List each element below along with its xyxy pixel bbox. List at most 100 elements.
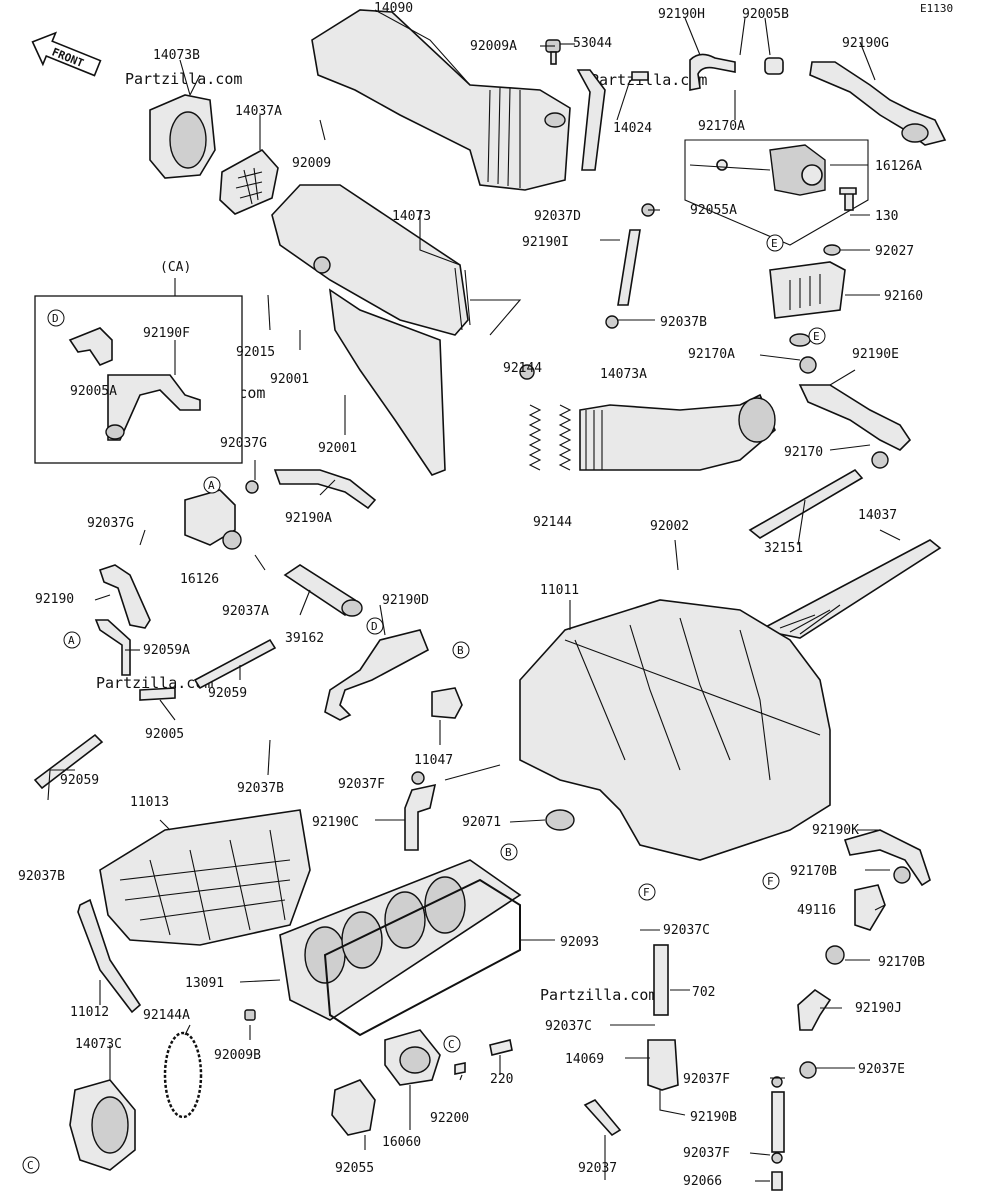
part-label: 92059A (143, 643, 190, 658)
watermark: Partzilla.com (96, 674, 213, 692)
part-11047 (431, 687, 463, 719)
part-53044 (576, 69, 606, 171)
part-label: 14024 (613, 121, 652, 136)
part-label: 39162 (285, 631, 324, 646)
part-14037 (757, 539, 942, 639)
callout-e: E (813, 330, 820, 343)
part-label: 53044 (573, 36, 612, 51)
part-label: 92027 (875, 244, 914, 259)
part-92144a (163, 1031, 203, 1119)
part-label: 92190I (522, 235, 569, 250)
part-labels: 14090 92009A 53044 92190H 92005B 92190G … (18, 1, 925, 1189)
part-label: 92190J (855, 1001, 902, 1016)
part-label: 49116 (797, 903, 836, 918)
part-label: 14073B (153, 48, 200, 63)
part-92200 (454, 1062, 466, 1075)
part-702 (653, 944, 669, 1016)
part-label: 92071 (462, 815, 501, 830)
part-label: 92001 (318, 441, 357, 456)
part-label: 16126A (875, 159, 922, 174)
part-label: 92037C (545, 1019, 592, 1034)
part-label: 14073 (392, 209, 431, 224)
part-14024 (631, 71, 649, 81)
part-14073 (271, 184, 471, 476)
part-label: 92059 (208, 686, 247, 701)
part-label: 702 (692, 985, 715, 1000)
figure-code: E1130 (920, 2, 953, 15)
part-label: 92170A (698, 119, 745, 134)
part-label: 92037G (87, 516, 134, 531)
part-92190a (245, 469, 377, 510)
part-label: 92005A (70, 384, 117, 399)
part-label: 92005B (742, 7, 789, 22)
part-label: 92005 (145, 727, 184, 742)
part-label: 130 (875, 209, 898, 224)
part-label: 92037B (237, 781, 284, 796)
leader-lines (47, 9, 901, 1182)
part-label: 92144A (143, 1008, 190, 1023)
part-32151 (748, 468, 864, 539)
part-label: 92015 (236, 345, 275, 360)
part-label: 92002 (650, 519, 689, 534)
part-16060 (384, 1029, 441, 1086)
part-label: 14037 (858, 508, 897, 523)
part-label: 92055 (335, 1161, 374, 1176)
part-16126 (184, 489, 242, 550)
part-label: 32151 (764, 541, 803, 556)
part-label: 92001 (270, 372, 309, 387)
part-label: 92037G (220, 436, 267, 451)
part-92037 (583, 1099, 622, 1137)
inset-caption: (CA) (160, 260, 191, 275)
part-label: 92066 (683, 1174, 722, 1189)
part-92190i (605, 203, 655, 329)
part-92160 (769, 261, 846, 347)
part-label: 16060 (382, 1135, 421, 1150)
part-11013 (99, 809, 311, 946)
part-label: 11012 (70, 1005, 109, 1020)
part-14073a (579, 393, 776, 471)
part-92027 (823, 244, 841, 256)
part-label: 92037B (18, 869, 65, 884)
part-92190j (797, 988, 832, 1079)
callout-b: B (457, 644, 464, 657)
part-label: 92190E (852, 347, 899, 362)
part-16126a-box (684, 139, 869, 246)
part-label: 92059 (60, 773, 99, 788)
part-label: 92009B (214, 1048, 261, 1063)
part-label: 92037C (663, 923, 710, 938)
part-92190k (843, 829, 931, 887)
watermark: Partzilla.com (540, 986, 657, 1004)
part-label: 92037D (534, 209, 581, 224)
part-label: 92190C (312, 815, 359, 830)
part-label: 92037F (683, 1072, 730, 1087)
part-92059 (33, 638, 277, 790)
part-label: 92144 (533, 515, 572, 530)
part-label: 92190K (812, 823, 859, 838)
part-92144 (519, 364, 572, 471)
part-11012 (77, 898, 142, 1014)
part-label: 92190H (658, 7, 705, 22)
part-92005 (139, 687, 176, 701)
part-label: 92200 (430, 1111, 469, 1126)
part-14037a (219, 148, 279, 215)
part-label: 14037A (235, 104, 282, 119)
part-11011 (519, 599, 831, 861)
part-label: 92190F (143, 326, 190, 341)
part-label: 92160 (884, 289, 923, 304)
part-92071 (545, 809, 575, 831)
part-label: 92190A (285, 511, 332, 526)
inset-ca: (CA) (34, 260, 243, 464)
part-label: 14069 (565, 1052, 604, 1067)
part-92190e (798, 356, 912, 469)
front-arrow: FRONT (31, 31, 102, 77)
part-label: 92009 (292, 156, 331, 171)
part-label: 11047 (414, 753, 453, 768)
part-label: 92093 (560, 935, 599, 950)
part-label: 92037F (338, 777, 385, 792)
part-92059a (94, 619, 131, 676)
part-label: 14073A (600, 367, 647, 382)
part-label: 92170B (878, 955, 925, 970)
part-13091 (279, 859, 522, 1021)
part-label: 92190 (35, 592, 74, 607)
part-92190c (404, 771, 437, 851)
